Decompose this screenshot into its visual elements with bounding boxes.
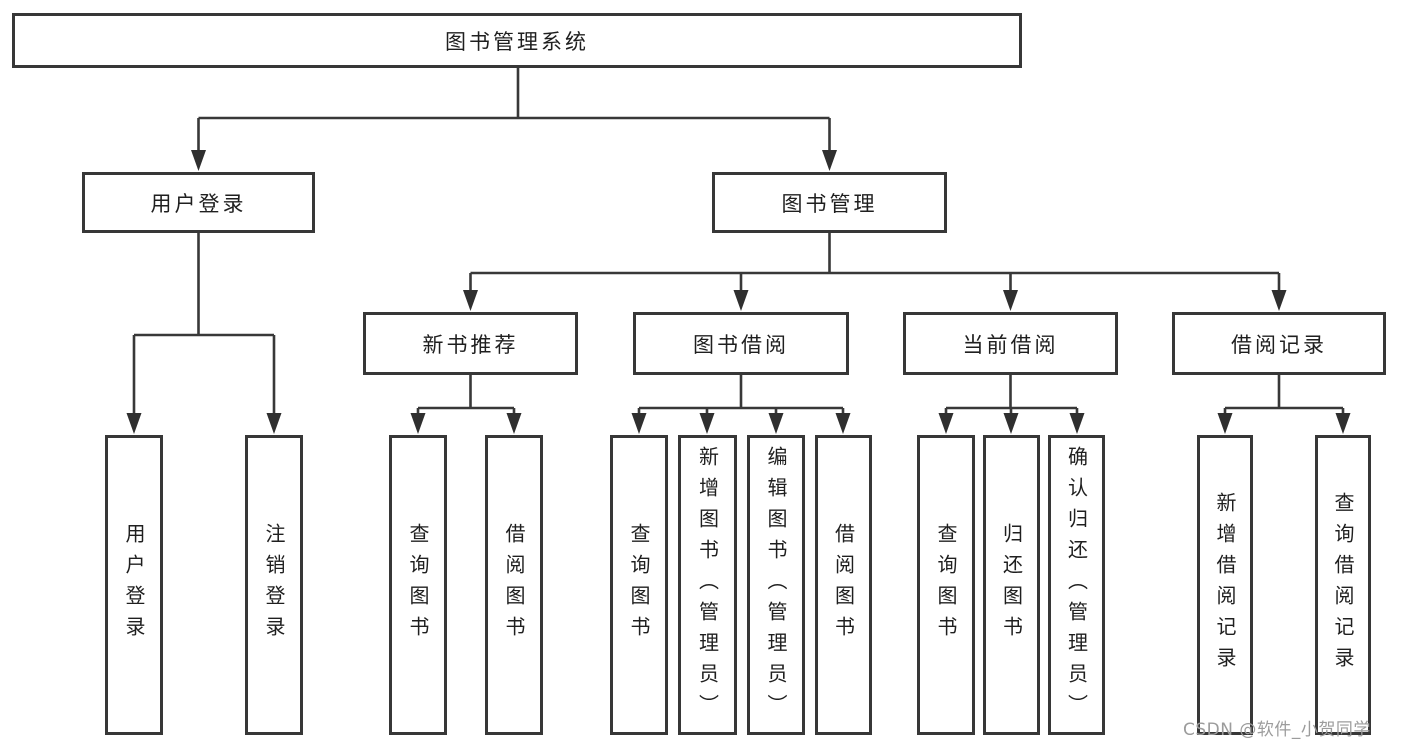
node-current-borrowing: 当前借阅 (903, 312, 1118, 375)
node-label: 新增图书（管理员） (695, 445, 720, 725)
leaf-borrow-books: 借阅图书 (815, 435, 872, 735)
node-label: 查询图书 (406, 523, 430, 647)
node-new-book-recommendation: 新书推荐 (363, 312, 578, 375)
node-label: 图书管理系统 (445, 29, 589, 54)
node-label: 用户登录 (150, 191, 247, 216)
leaf-query-borrow-record: 查询借阅记录 (1315, 435, 1371, 735)
node-label: 查询借阅记录 (1331, 492, 1355, 678)
leaf-return-book: 归还图书 (983, 435, 1040, 735)
node-label: 当前借阅 (962, 332, 1059, 357)
leaf-borrow-books-recommend: 借阅图书 (485, 435, 543, 735)
leaf-edit-book-admin: 编辑图书（管理员） (747, 435, 805, 735)
leaf-query-books-borrow: 查询图书 (610, 435, 668, 735)
node-label: 用户登录 (122, 523, 146, 647)
node-book-borrowing: 图书借阅 (633, 312, 849, 375)
node-label: 新书推荐 (422, 332, 519, 357)
node-label: 归还图书 (999, 523, 1024, 647)
node-label: 借阅记录 (1231, 332, 1327, 357)
node-label: 新增借阅记录 (1213, 492, 1237, 678)
node-label: 图书管理 (781, 191, 878, 216)
node-borrowing-records: 借阅记录 (1172, 312, 1386, 375)
leaf-query-books-current: 查询图书 (917, 435, 975, 735)
node-label: 图书借阅 (693, 332, 789, 357)
node-label: 借阅图书 (831, 523, 856, 647)
leaf-confirm-return-admin: 确认归还（管理员） (1048, 435, 1105, 735)
node-label: 查询图书 (934, 523, 958, 647)
node-label: 借阅图书 (502, 523, 526, 647)
node-book-management: 图书管理 (712, 172, 947, 233)
leaf-add-book-admin: 新增图书（管理员） (678, 435, 737, 735)
node-label: 查询图书 (627, 523, 651, 647)
node-label: 编辑图书（管理员） (764, 445, 788, 725)
node-label: 注销登录 (262, 523, 286, 647)
leaf-query-books-recommend: 查询图书 (389, 435, 447, 735)
node-user-login-branch: 用户登录 (82, 172, 315, 233)
leaf-add-borrow-record: 新增借阅记录 (1197, 435, 1253, 735)
csdn-watermark: CSDN @软件_小贺同学 (1183, 720, 1371, 740)
leaf-user-login: 用户登录 (105, 435, 163, 735)
leaf-logout: 注销登录 (245, 435, 303, 735)
node-library-management-system: 图书管理系统 (12, 13, 1022, 68)
node-label: 确认归还（管理员） (1064, 445, 1089, 725)
